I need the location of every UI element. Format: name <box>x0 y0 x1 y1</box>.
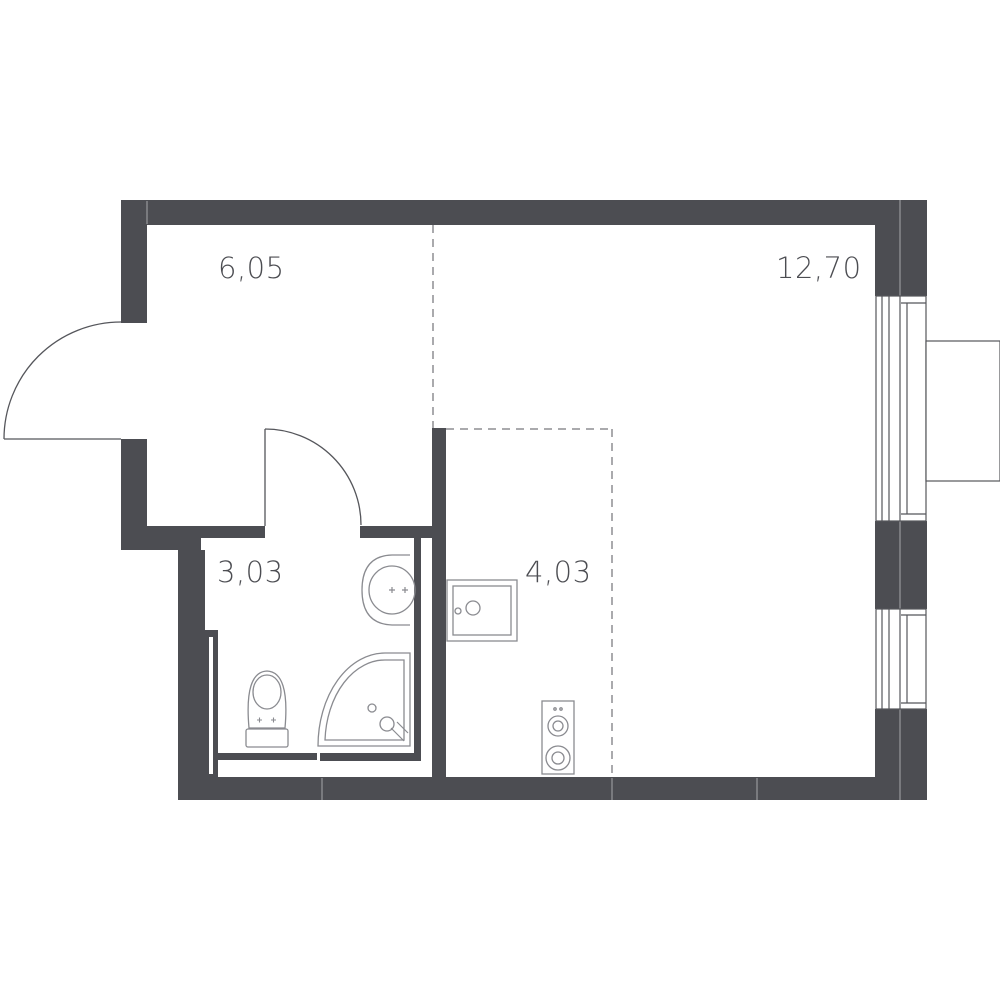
window-upper <box>875 295 927 522</box>
exterior-walls <box>121 200 927 800</box>
balcony-sill <box>925 340 1000 482</box>
kitchen-sink-icon <box>446 579 518 642</box>
shaft-slot <box>209 637 213 774</box>
right-wall-middle <box>875 521 927 609</box>
bath-inner-wall <box>414 538 421 760</box>
washbasin-icon <box>361 554 416 626</box>
shaft-wall-bottom <box>205 753 317 760</box>
hall-bath-wall-right <box>360 526 446 538</box>
bathroom-area-label: 3,03 <box>217 555 284 589</box>
living-area-label: 12,70 <box>776 251 862 285</box>
shower-tray-icon <box>317 652 411 747</box>
right-wall-upper <box>875 200 927 296</box>
bathroom-door <box>264 428 362 526</box>
shaft-cavity <box>218 761 316 777</box>
left-wall-upper <box>121 200 147 323</box>
toilet-icon <box>245 670 289 748</box>
hall-area-label: 6,05 <box>218 251 285 285</box>
bathroom-left-wall <box>178 550 205 800</box>
interior-walls <box>201 428 446 778</box>
entry-door <box>3 321 122 440</box>
hall-bath-wall-left <box>201 526 265 538</box>
hall-bottom-wall <box>121 526 201 550</box>
zone-dividers <box>432 225 613 777</box>
kitchen-area-label: 4,03 <box>525 555 592 589</box>
stove-icon <box>541 700 575 775</box>
window-lower <box>875 608 927 710</box>
bath-inner-bottom <box>320 753 421 761</box>
bottom-wall <box>178 777 927 800</box>
top-wall <box>121 200 875 225</box>
wall-joints <box>146 200 901 800</box>
bath-kitchen-wall <box>432 428 446 778</box>
